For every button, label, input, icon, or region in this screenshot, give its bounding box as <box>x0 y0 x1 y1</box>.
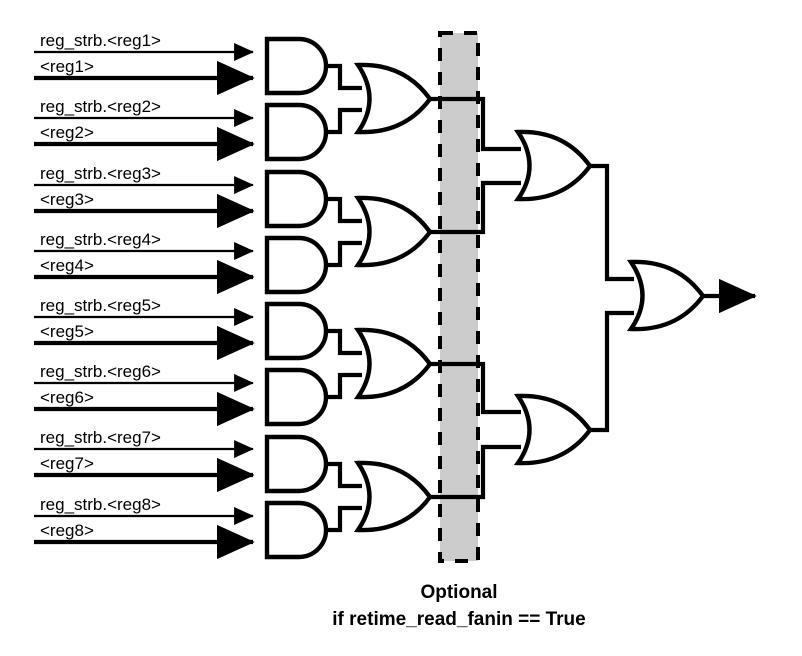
and-gate-4 <box>264 235 329 295</box>
input-data-label-7: <reg7> <box>40 454 94 473</box>
input-strobe-label-1: reg_strb.<reg1> <box>40 31 161 50</box>
and-gate-6 <box>264 367 329 427</box>
input-labels: reg_strb.<reg1> <reg1> reg_strb.<reg2> <… <box>40 31 161 540</box>
and-gate-5 <box>264 301 329 361</box>
wire-and1-to-or1 <box>326 63 362 91</box>
wire-or1-3-to-or2-2 <box>430 361 521 415</box>
and-gate-7 <box>264 434 329 494</box>
wire-or2-2-to-final <box>590 310 634 433</box>
wire-and2-to-or1 <box>326 107 362 135</box>
input-wires <box>34 42 255 560</box>
input-strobe-label-3: reg_strb.<reg3> <box>40 164 161 183</box>
input-data-label-1: <reg1> <box>40 57 94 76</box>
input-data-label-3: <reg3> <box>40 190 94 209</box>
and-gates <box>264 36 329 560</box>
wire-and5-to-or3 <box>326 328 362 356</box>
wire-or1-2-to-or2-1 <box>430 180 521 235</box>
or-gate-l1-1 <box>353 62 433 135</box>
caption-line-condition: if retime_read_fanin == True <box>332 609 585 630</box>
or2-to-final-wires <box>590 163 634 433</box>
and-gate-1 <box>264 36 329 96</box>
input-strobe-label-4: reg_strb.<reg4> <box>40 230 161 249</box>
wire-or2-1-to-final <box>590 163 634 282</box>
input-data-label-5: <reg5> <box>40 322 94 341</box>
wire-or1-1-to-or2-1 <box>430 96 521 152</box>
caption-line-optional: Optional <box>420 582 497 603</box>
input-strobe-label-7: reg_strb.<reg7> <box>40 428 161 447</box>
wire-or1-4-to-or2-2 <box>430 444 521 500</box>
input-strobe-label-2: reg_strb.<reg2> <box>40 97 161 116</box>
optional-retime-region <box>438 31 480 563</box>
input-data-label-2: <reg2> <box>40 123 94 142</box>
wire-and4-to-or2 <box>326 240 362 268</box>
input-strobe-label-6: reg_strb.<reg6> <box>40 362 161 381</box>
and-gate-3 <box>264 169 329 229</box>
input-strobe-label-5: reg_strb.<reg5> <box>40 296 161 315</box>
or-gate-l1-2 <box>353 195 433 268</box>
wire-and3-to-or2 <box>326 196 362 224</box>
or-gate-l1-3 <box>353 327 433 400</box>
or-gates-level2 <box>513 129 593 466</box>
wire-and6-to-or3 <box>326 372 362 400</box>
wire-and7-to-or4 <box>326 461 362 489</box>
and-to-or1-wires <box>326 63 362 533</box>
or-gate-l2-1 <box>513 129 593 202</box>
optional-caption: Optional if retime_read_fanin == True <box>332 582 585 630</box>
input-data-label-8: <reg8> <box>40 521 94 540</box>
input-strobe-label-8: reg_strb.<reg8> <box>40 495 161 514</box>
input-data-label-4: <reg4> <box>40 256 94 275</box>
or-gate-final <box>626 259 706 332</box>
or-gate-l2-2 <box>513 393 593 466</box>
or1-to-or2-wires <box>430 96 521 500</box>
and-gate-8 <box>264 500 329 560</box>
and-gate-2 <box>264 102 329 162</box>
input-data-label-6: <reg6> <box>40 388 94 407</box>
or-gate-l1-4 <box>353 460 433 533</box>
wire-and8-to-or4 <box>326 505 362 533</box>
or-gates-level1 <box>353 62 433 533</box>
